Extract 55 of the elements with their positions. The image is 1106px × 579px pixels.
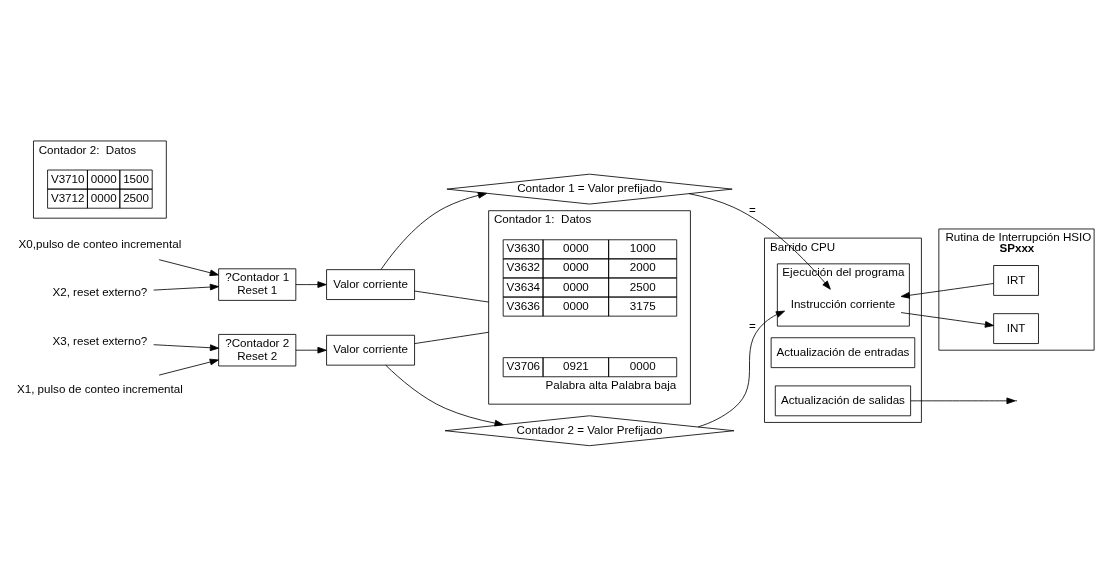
node-text: X2, reset externo? [52,284,148,298]
edge-label: = [749,318,756,332]
node-text: X0,pulso de conteo incremental [18,236,182,250]
label: V3706 [506,358,541,372]
label: Palabra alta [545,377,608,391]
node-box: Actualización de entradas [770,336,916,368]
arrow [910,397,1016,404]
node-text: Instrucción corriente [790,296,896,310]
node-box: Valor corriente [326,268,415,300]
connector [414,290,490,302]
node-box: INT [993,312,1039,344]
label: V3712 [50,190,85,204]
label: 0000 [90,171,117,185]
node-text: X3, reset externo? [52,333,148,347]
label: Palabra baja [611,377,677,391]
label: 1000 [629,240,656,254]
arrow [385,364,504,426]
label: 0000 [562,240,589,254]
edge-label: = [749,202,756,216]
arrow [688,192,831,290]
arrow [158,358,219,375]
label: 0000 [562,279,589,293]
node-box: Valor corriente [326,334,415,366]
arrow [900,311,994,328]
label: V3630 [506,240,541,254]
label: 3175 [629,298,656,312]
arrow [153,343,220,351]
node-box: Actualización de salidas [774,385,912,416]
node-box: IRT [993,264,1039,296]
label: V3710 [50,171,85,185]
label: 0921 [562,358,589,372]
node-text: X1, pulso de conteo incremental [16,381,183,395]
label: 2000 [629,259,656,273]
connector [414,331,490,344]
arrow [900,282,994,299]
arrow [295,280,327,288]
label: 2500 [629,279,656,293]
label: 0000 [562,298,589,312]
node-box: ?Contador 1 Reset 1 [218,267,297,301]
label: 1500 [123,171,149,185]
node-diamond: Contador 1 = Valor prefijado [446,173,733,204]
label: 0000 [90,190,117,204]
label: 0000 [562,259,589,273]
label: 2500 [123,190,149,204]
node-box: ?Contador 2 Reset 2 [218,333,297,366]
arrow [153,283,220,290]
arrow [697,310,786,427]
label: V3634 [506,279,541,293]
node-diamond: Contador 2 = Valor Prefijado [444,414,735,446]
label: V3636 [506,298,541,312]
arrow [158,258,219,276]
label: 0000 [629,358,656,372]
arrow [295,346,327,353]
arrow [380,191,488,270]
label: V3632 [506,259,541,273]
